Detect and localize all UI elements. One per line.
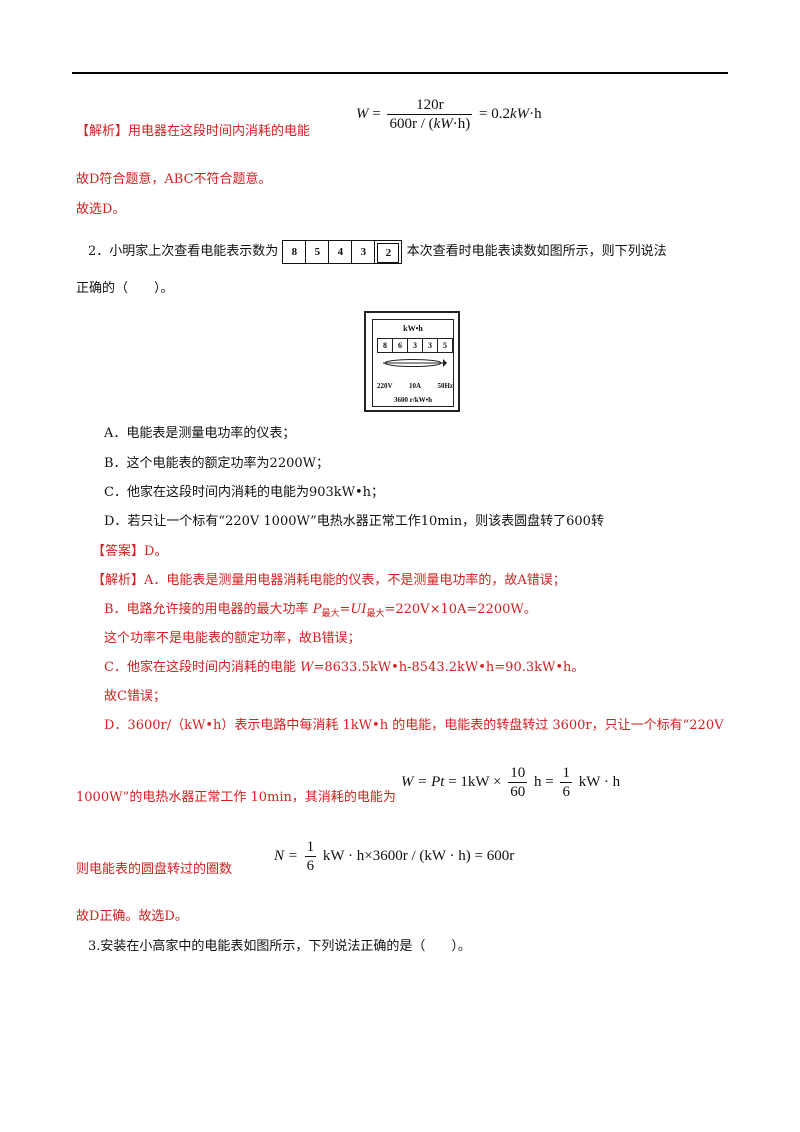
explanation-c2: 故C错误； (104, 689, 166, 704)
explanation-a: 【解析】A．电能表是测量用电器消耗电能的仪表，不是测量电功率的，故A错误； (92, 573, 566, 588)
conclusion-1: 故D符合题意，ABC不符合题意。 (76, 172, 272, 187)
eq-fraction: 120r 600r / (kW·h) (387, 96, 473, 133)
explanation-c1: C．他家在这段时间内消耗的电能 W=8633.5kW•h-8543.2kW•h=… (104, 660, 585, 675)
eq-denominator: 600r / (kW·h) (389, 116, 471, 132)
q2-prefix: 2．小明家上次查看电能表示数为 (88, 244, 279, 259)
choose-1: 故选D。 (76, 202, 126, 217)
answer: 【答案】D。 (92, 544, 168, 559)
explanation-d2: 1000W”的电热水器正常工作 10min，其消耗的电能为 (76, 790, 396, 805)
explanation-d1: D．3600r/（kW•h）表示电路中每消耗 1kW•h 的电能，电能表的转盘转… (104, 718, 724, 733)
eq-numerator: 120r (387, 96, 473, 115)
explanation-d3: 则电能表的圆盘转过的圈数 (76, 862, 233, 877)
analysis-tag: 【解析】 (76, 124, 129, 139)
meter-rev-constant: 3600 r/kW•h (393, 396, 433, 404)
q2-suffix: 本次查看时电能表读数如图所示，则下列说法 (406, 244, 667, 259)
option-d: D．若只让一个标有“220V 1000W”电热水器正常工作10min，则该表圆盘… (104, 514, 604, 529)
eq-rhs: = 0.2 (479, 105, 511, 122)
eq-lhs: W (356, 105, 369, 122)
explanation-d4: 故D正确。故选D。 (76, 909, 188, 924)
analysis-text: 用电器在这段时间内消耗的电能 (128, 124, 311, 139)
explanation-b2: 这个功率不是电能表的额定功率，故B错误； (104, 631, 361, 646)
question-2-line2: 正确的（ ）。 (76, 281, 174, 296)
option-c: C．他家在这段时间内消耗的电能为903kW•h； (104, 485, 385, 500)
option-a: A．电能表是测量电功率的仪表； (104, 426, 296, 441)
question-3: 3.安装在小高家中的电能表如图所示，下列说法正确的是（ ）。 (88, 939, 471, 954)
option-b: B．这个电能表的额定功率为2200W； (104, 456, 329, 471)
energy-equation-1: W = 120r 600r / (kW·h) = 0.2kW·h (356, 96, 542, 133)
explanation-b1: B．电路允许接的用电器的最大功率 P最大=UI最大=220V×10A=2200W… (104, 602, 537, 619)
analysis1-line: 【解析】用电器在这段时间内消耗的电能 (76, 124, 310, 140)
header-rule (72, 72, 728, 74)
meter-disc-icon (383, 359, 447, 367)
meter-unit: kW•h (403, 324, 423, 333)
